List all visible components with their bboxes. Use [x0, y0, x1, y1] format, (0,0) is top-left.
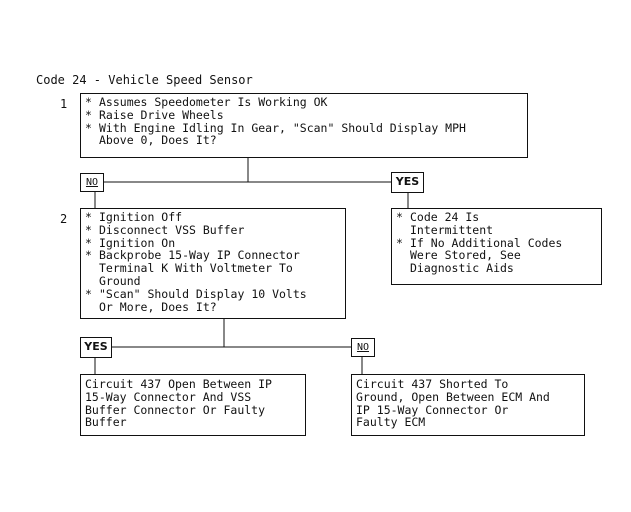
- bullet-item: * Assumes Speedometer Is Working OK: [85, 96, 523, 109]
- bullet-item: * With Engine Idling In Gear, "Scan" Shou…: [85, 120, 523, 148]
- bullet-line: Diagnostic Aids: [410, 261, 514, 276]
- bullet-text: Ignition On: [99, 235, 176, 250]
- bullet-line: Terminal K With Voltmeter To: [99, 261, 293, 276]
- bullet-line: Code 24 Is: [410, 210, 480, 224]
- bullet-line: Assumes Speedometer Is Working OK: [99, 95, 328, 109]
- bullet-line: Above 0, Does It?: [99, 133, 217, 148]
- diagram-title: Code 24 - Vehicle Speed Sensor: [36, 73, 253, 87]
- step-number-2: 2: [60, 212, 68, 226]
- bullet-mark: *: [85, 286, 92, 301]
- result-line: Ground, Open Between ECM And: [356, 389, 550, 404]
- step-number-1: 1: [60, 97, 68, 111]
- bullet-text: Assumes Speedometer Is Working OK: [99, 96, 327, 109]
- bullet-line: Or More, Does It?: [99, 299, 217, 314]
- result-line: Faulty ECM: [356, 415, 426, 430]
- step-1-box: * Assumes Speedometer Is Working OK * Raise…: [80, 93, 528, 158]
- bullet-line: With Engine Idling In Gear, "Scan" Shoul…: [99, 120, 466, 135]
- bullet-line: Ground: [99, 273, 141, 288]
- bullet-text: Ignition Off: [99, 211, 182, 224]
- bullet-mark: *: [396, 210, 403, 224]
- bullet-line: Were Stored, See: [410, 248, 521, 263]
- step1-yes-label: YES: [391, 172, 424, 193]
- bullet-item: * Ignition Off: [85, 211, 341, 224]
- bullet-item: * Ignition On: [85, 235, 341, 250]
- bullet-mark: *: [85, 95, 92, 109]
- bullet-item: * Disconnect VSS Buffer: [85, 222, 341, 237]
- bullet-line: Intermittent: [410, 222, 494, 237]
- result-line: Buffer Connector Or Faulty: [85, 402, 266, 417]
- step1-no-label: NO: [80, 173, 104, 192]
- result-line: Circuit 437 Open Between IP: [85, 377, 272, 391]
- step2-no-label: NO: [351, 338, 375, 357]
- result-line: IP 15-Way Connector Or: [356, 402, 509, 417]
- bullet-mark: *: [85, 210, 92, 224]
- bullet-text: Disconnect VSS Buffer: [99, 222, 245, 237]
- bullet-mark: *: [396, 235, 403, 250]
- bullet-line: If No Additional Codes: [410, 235, 563, 250]
- bullet-mark: *: [85, 107, 92, 122]
- result-line: 15-Way Connector And VSS: [85, 389, 252, 404]
- bullet-item: * Raise Drive Wheels: [85, 107, 523, 122]
- bullet-line: Ignition On: [99, 235, 176, 250]
- bullet-mark: *: [85, 120, 92, 135]
- bullet-text: Raise Drive Wheels: [99, 107, 224, 122]
- bullet-mark: *: [85, 235, 92, 250]
- bullet-line: Raise Drive Wheels: [99, 107, 224, 122]
- bullet-line: Ignition Off: [99, 210, 183, 224]
- step2-yes-label: YES: [80, 337, 112, 358]
- bullet-mark: *: [85, 222, 92, 237]
- bullet-text: With Engine Idling In Gear, "Scan" Shoul…: [99, 120, 466, 148]
- result-line: Circuit 437 Shorted To: [356, 377, 509, 391]
- bullet-mark: *: [85, 248, 92, 263]
- bullet-line: "Scan" Should Display 10 Volts: [99, 286, 307, 301]
- step-2-box: * Ignition Off * Disconnect VSS Buffer * Igni…: [80, 208, 346, 319]
- bullet-line: Disconnect VSS Buffer: [99, 222, 245, 237]
- bullet-line: Backprobe 15-Way IP Connector: [99, 248, 300, 263]
- result-line: Buffer: [85, 415, 127, 430]
